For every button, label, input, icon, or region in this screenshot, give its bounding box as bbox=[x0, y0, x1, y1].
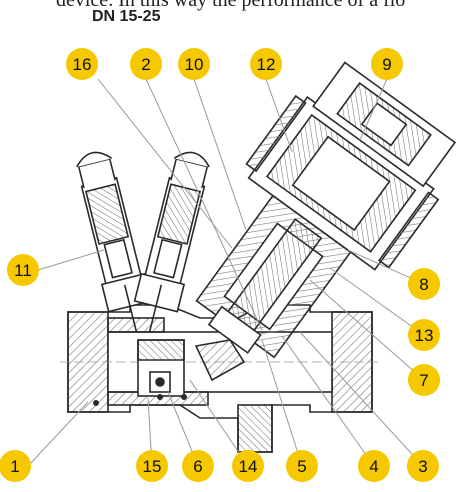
cropped-caption-text: device. In this way the performance of a… bbox=[56, 0, 406, 11]
leader-1 bbox=[27, 401, 89, 467]
callout-number: 6 bbox=[193, 457, 202, 476]
callout-11: 11 bbox=[7, 254, 39, 286]
seat-dot-b bbox=[157, 393, 164, 400]
callout-13: 13 bbox=[408, 319, 440, 351]
callout-marker-circle bbox=[182, 450, 214, 482]
callout-number: 9 bbox=[382, 55, 391, 74]
leader-lines bbox=[27, 78, 425, 467]
grip-right bbox=[378, 191, 440, 269]
leader-5 bbox=[261, 339, 303, 467]
callout-marker-circle bbox=[250, 48, 282, 80]
callout-number: 15 bbox=[143, 457, 162, 476]
callout-marker-circle bbox=[136, 450, 168, 482]
leader-16 bbox=[97, 78, 233, 249]
callout-marker-circle bbox=[408, 319, 440, 351]
leader-13 bbox=[329, 267, 425, 336]
callout-marker-circle bbox=[130, 48, 162, 80]
callout-marker-circle bbox=[0, 450, 31, 482]
callout-14: 14 bbox=[232, 450, 264, 482]
leader-10 bbox=[193, 78, 247, 231]
callout-marker-circle bbox=[66, 48, 98, 80]
callout-marker-circle bbox=[286, 450, 318, 482]
callout-number: 5 bbox=[297, 457, 306, 476]
leader-9 bbox=[359, 78, 388, 141]
callout-number: 3 bbox=[418, 457, 427, 476]
callout-15: 15 bbox=[136, 450, 168, 482]
seat-dot-a bbox=[93, 399, 100, 406]
bottom-stem bbox=[237, 404, 273, 453]
leader-11 bbox=[37, 249, 105, 271]
leader-12 bbox=[265, 78, 293, 153]
right-thread-end bbox=[331, 311, 373, 413]
callout-number: 10 bbox=[185, 55, 204, 74]
leader-7 bbox=[309, 279, 425, 381]
spindle-nut bbox=[207, 305, 262, 354]
callout-6: 6 bbox=[182, 450, 214, 482]
callout-10: 10 bbox=[178, 48, 210, 80]
callout-number: 2 bbox=[141, 55, 150, 74]
callout-marker-circle bbox=[7, 254, 39, 286]
leader-2 bbox=[145, 78, 263, 331]
callout-number: 1 bbox=[10, 457, 19, 476]
callout-marker-circle bbox=[407, 450, 439, 482]
handwheel-core bbox=[291, 135, 391, 232]
callout-2: 2 bbox=[130, 48, 162, 80]
callout-4: 4 bbox=[358, 450, 390, 482]
callout-9: 9 bbox=[371, 48, 403, 80]
callout-number: 8 bbox=[419, 275, 428, 294]
callout-markers: 16 2 10 12 9 11 8 13 7 1 15 6 14 5 4 3 bbox=[0, 48, 440, 482]
pressure-test-ports bbox=[76, 151, 210, 333]
callout-1: 1 bbox=[0, 450, 31, 482]
callout-marker-circle bbox=[358, 450, 390, 482]
callout-marker-circle bbox=[232, 450, 264, 482]
callout-3: 3 bbox=[407, 450, 439, 482]
bonnet-assembly bbox=[195, 61, 457, 359]
callout-8: 8 bbox=[408, 268, 440, 300]
callout-number: 14 bbox=[239, 457, 258, 476]
scale-window bbox=[360, 102, 408, 147]
grip-left bbox=[245, 94, 307, 173]
callout-5: 5 bbox=[286, 450, 318, 482]
callout-number: 4 bbox=[369, 457, 378, 476]
callout-7: 7 bbox=[408, 364, 440, 396]
diagram-subtitle: DN 15-25 bbox=[92, 8, 161, 25]
callout-16: 16 bbox=[66, 48, 98, 80]
leader-3 bbox=[299, 331, 424, 467]
callout-marker-circle bbox=[408, 364, 440, 396]
callout-marker-circle bbox=[178, 48, 210, 80]
chamber-hatching bbox=[137, 339, 185, 361]
valve-body bbox=[60, 304, 380, 453]
callout-number: 16 bbox=[73, 55, 92, 74]
orifice-dot bbox=[155, 377, 165, 387]
leader-4 bbox=[281, 335, 375, 467]
seat-dot-c bbox=[181, 393, 188, 400]
callout-number: 13 bbox=[415, 326, 434, 345]
callout-marker-circle bbox=[371, 48, 403, 80]
callout-number: 7 bbox=[419, 371, 428, 390]
callout-number: 11 bbox=[14, 261, 32, 280]
callout-marker-circle bbox=[408, 268, 440, 300]
valve-seat-cone bbox=[194, 339, 246, 382]
callout-12: 12 bbox=[250, 48, 282, 80]
leader-14 bbox=[189, 379, 249, 467]
test-port-right bbox=[133, 151, 210, 333]
callout-number: 12 bbox=[257, 55, 276, 74]
